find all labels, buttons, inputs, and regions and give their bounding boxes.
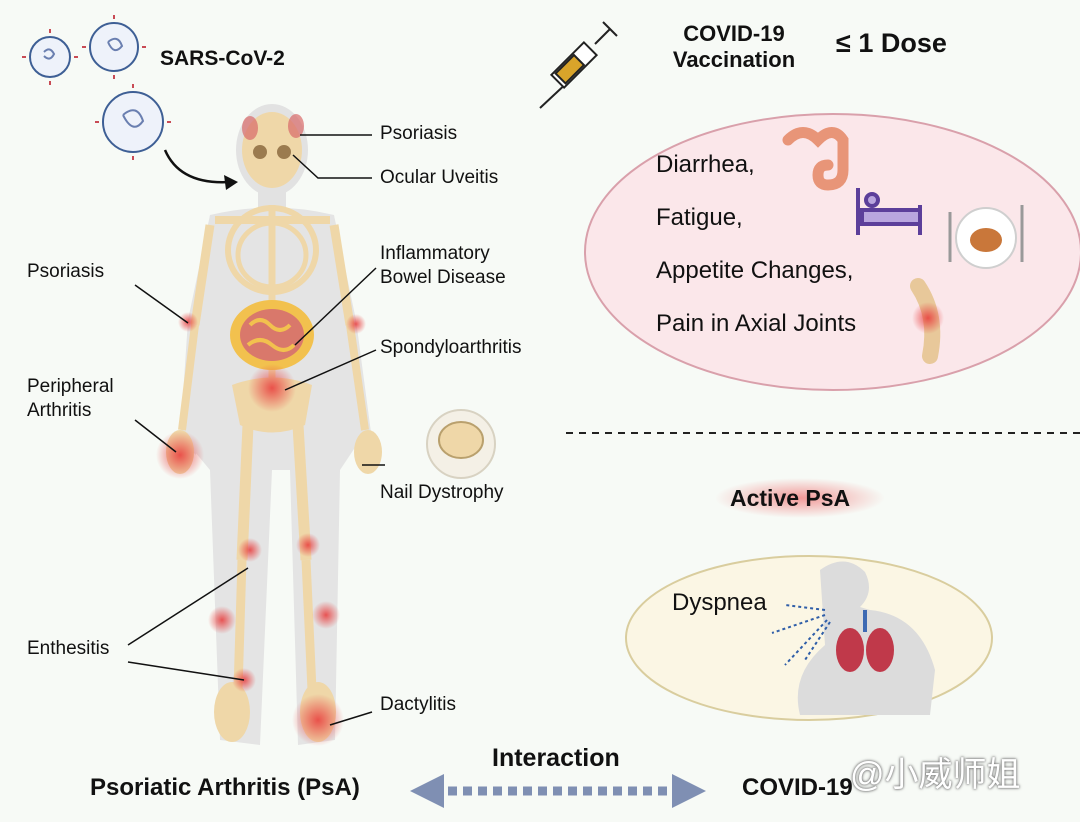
dose-label: ≤ 1 Dose (836, 28, 947, 58)
vaccination-ellipse (584, 113, 1080, 391)
leader-lines (127, 134, 385, 726)
symptom-dyspnea: Dyspnea (672, 589, 767, 616)
lungs-icon (797, 561, 935, 715)
bed-icon (856, 188, 922, 235)
label-ibd-line1: Inflammatory (380, 243, 490, 264)
symptom-axial-pain: Pain in Axial Joints (656, 310, 857, 337)
vaccination-title-line2: Vaccination (672, 47, 796, 72)
virus-label: SARS-CoV-2 (160, 47, 285, 70)
label-ibd-line2: Bowel Disease (380, 267, 506, 288)
label-ocular-uveitis: Ocular Uveitis (380, 167, 499, 188)
nail-icon (426, 409, 496, 479)
label-peripheral-line1: Peripheral (27, 376, 114, 397)
interaction-label: Interaction (492, 744, 620, 772)
intestine-icon (782, 127, 849, 191)
watermark: @小威师姐 (850, 756, 1021, 794)
symptom-appetite: Appetite Changes, (656, 257, 854, 284)
virus-icon (29, 22, 164, 153)
psa-label: Psoriatic Arthritis (PsA) (90, 774, 360, 801)
meal-icon (948, 205, 1024, 269)
breath-lines (771, 604, 831, 666)
inflammation-marks (156, 312, 366, 746)
symptom-fatigue: Fatigue, (656, 204, 743, 231)
label-psoriasis-head: Psoriasis (380, 123, 458, 144)
label-spondyloarthritis: Spondyloarthritis (380, 337, 522, 358)
virus-arrow (163, 149, 231, 184)
label-peripheral-line2: Arthritis (27, 400, 92, 421)
covid-label: COVID-19 (742, 774, 853, 801)
active-glow (715, 478, 885, 518)
interaction-arrow (410, 774, 706, 808)
label-psoriasis-arm: Psoriasis (27, 261, 105, 282)
vaccination-title-line1: COVID-19 (683, 21, 785, 46)
label-nail-dystrophy: Nail Dystrophy (380, 482, 504, 503)
skeleton-figure (166, 104, 382, 745)
syringe-icon (539, 21, 618, 109)
symptom-diarrhea: Diarrhea, (656, 151, 755, 178)
label-enthesitis: Enthesitis (27, 638, 110, 659)
spine-icon (910, 278, 944, 364)
active-psa-title: Active PsA (730, 485, 851, 511)
label-dactylitis: Dactylitis (380, 694, 457, 715)
